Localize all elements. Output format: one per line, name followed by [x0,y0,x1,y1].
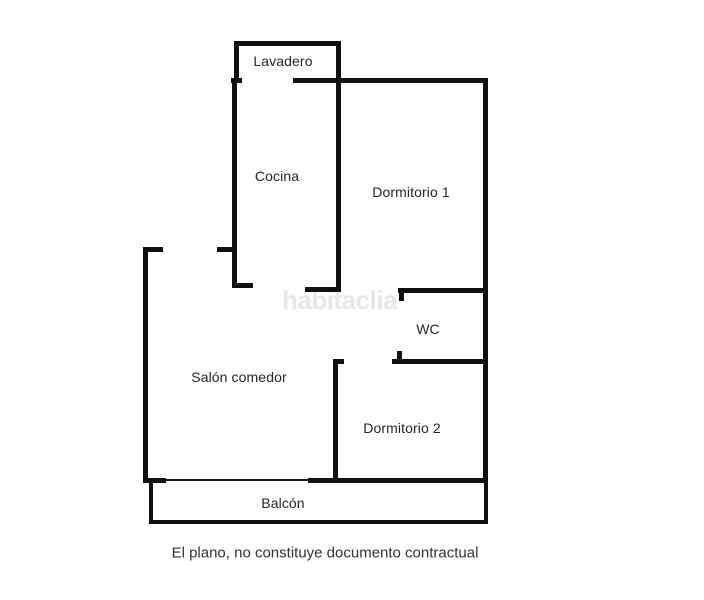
wall-lavadero-top [234,41,341,46]
room-label-cocina: Cocina [254,168,300,184]
wall-balcony-window-line [165,479,310,481]
wall-bottom-main [308,478,488,483]
room-label-dormitorio2: Dormitorio 2 [363,420,441,436]
wall-cocina-right [336,41,341,292]
wall-wc-top [398,288,488,293]
wall-wc-jamb-bottom [397,351,402,364]
wall-cocina-bottom-left [232,283,253,288]
wall-wc-jamb-top [399,288,404,301]
wall-balcon-bottom [149,520,488,524]
wall-right-exterior [483,78,488,483]
wall-salon-top-tick [143,247,163,252]
wall-lavadero-left [234,41,239,83]
room-label-lavadero: Lavadero [253,53,313,69]
wall-dormitorio2-left-cap [333,359,344,364]
wall-balcon-right [484,483,488,524]
room-label-balcon: Balcón [261,495,305,511]
wall-salon-bottom-left [143,478,166,483]
room-label-wc: WC [416,321,440,337]
disclaimer-caption: El plano, no constituye documento contra… [171,544,479,562]
room-label-dormitorio1: Dormitorio 1 [372,184,450,200]
room-label-salon-comedor: Salón comedor [191,369,287,385]
wall-balcon-left [149,483,153,524]
wall-salon-left [143,247,148,483]
wall-cocina-left [232,78,237,288]
wall-dormitorio2-left [333,359,338,483]
wall-wc-bottom [392,359,488,364]
wall-cocina-bottom-right [305,287,341,292]
wall-top-main [293,78,488,83]
wall-entry-jamb-right [217,247,232,252]
